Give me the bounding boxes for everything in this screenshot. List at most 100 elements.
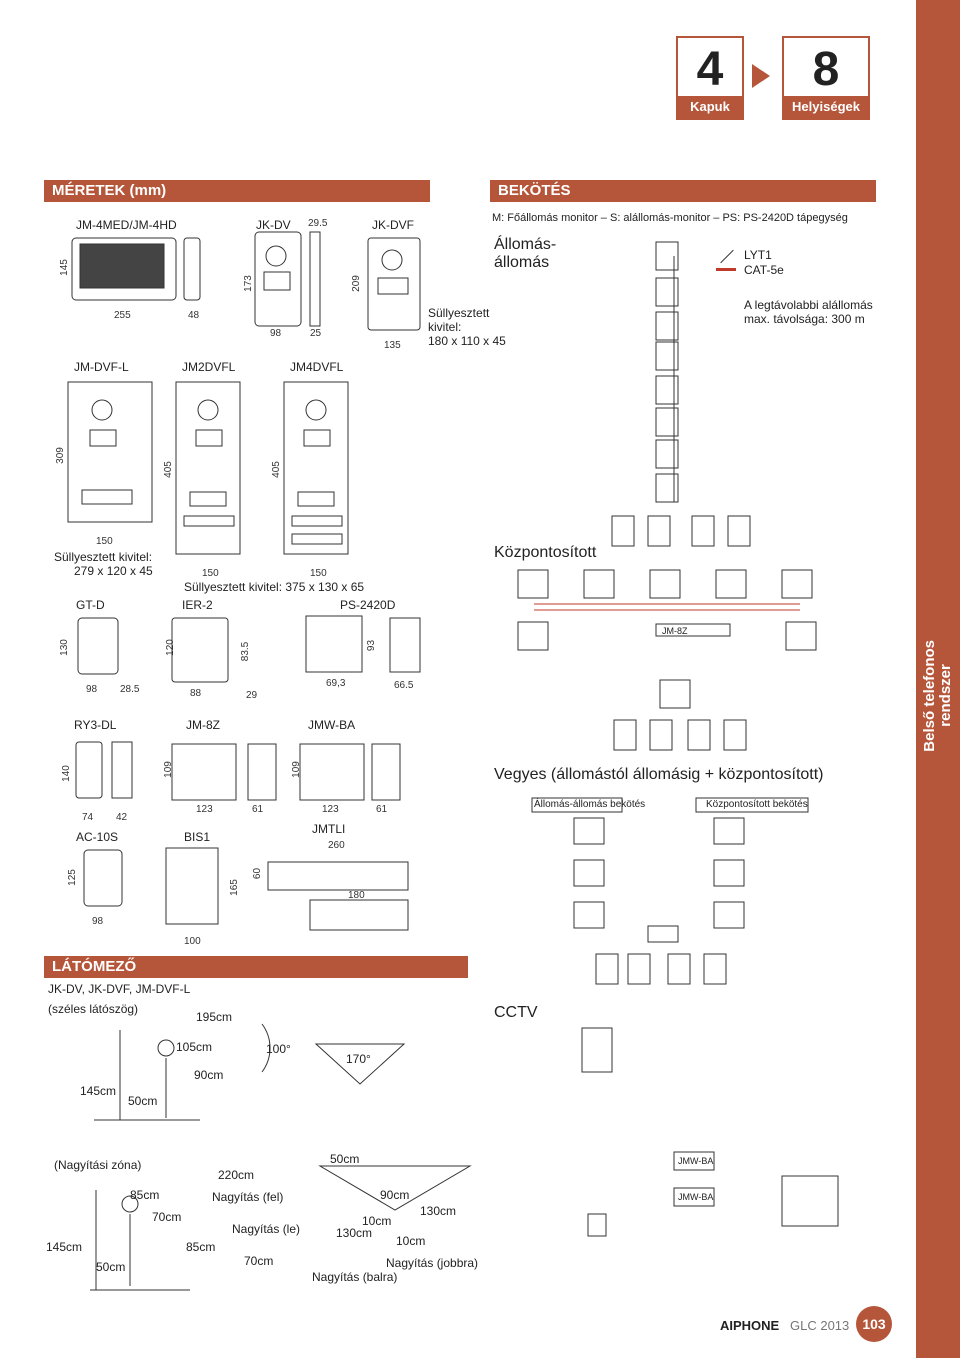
view-220cm: 220cm xyxy=(218,1168,255,1182)
dim-88: 88 xyxy=(190,688,202,699)
wiring-box-central: Központosított bekötés xyxy=(706,799,808,810)
dim-120: 120 xyxy=(164,639,176,656)
nav-to-number: 8 xyxy=(812,43,840,96)
model-ier-2: IER-2 xyxy=(182,598,213,612)
dim-93: 93 xyxy=(366,639,378,652)
dim-405-a: 405 xyxy=(162,461,174,478)
section-header-wiring: BEKÖTÉS xyxy=(490,180,876,202)
dim-165: 165 xyxy=(228,879,240,896)
view-zoom-left: Nagyítás (balra) xyxy=(312,1270,398,1284)
wiring-jm8z-label: JM-8Z xyxy=(662,626,688,636)
model-ac-10s: AC-10S xyxy=(76,830,119,844)
max-distance-1: A legtávolabbi alállomás xyxy=(744,298,873,312)
dim-123-a: 123 xyxy=(196,804,213,815)
flush-note-3: 180 x 110 x 45 xyxy=(428,334,506,348)
view-50cm-c: 50cm xyxy=(330,1152,360,1166)
dim-405-b: 405 xyxy=(270,461,282,478)
page-number: 103 xyxy=(856,1306,892,1342)
view-145cm-b: 145cm xyxy=(46,1240,83,1254)
view-100-degree: 100° xyxy=(266,1042,291,1056)
cctv-jmw-ba-1: JMW-BA xyxy=(678,1156,714,1166)
wiring-station-title-1: Állomás- xyxy=(494,236,557,253)
dim-28-5: 28.5 xyxy=(120,684,140,695)
dim-125: 125 xyxy=(66,869,78,886)
dim-61-b: 61 xyxy=(376,804,388,815)
model-jm-4med: JM-4MED/JM-4HD xyxy=(76,218,177,232)
dim-140: 140 xyxy=(60,765,72,782)
dim-150-c: 150 xyxy=(310,568,327,579)
dim-309: 309 xyxy=(54,447,66,464)
nav-to-box[interactable]: 8 Helyiségek xyxy=(782,36,870,120)
model-jm4dvfl: JM4DVFL xyxy=(290,360,344,374)
dim-173: 173 xyxy=(242,275,254,292)
view-130cm-b: 130cm xyxy=(336,1226,373,1240)
dim-42: 42 xyxy=(116,812,128,823)
nav-from-label: Kapuk xyxy=(678,96,742,118)
dim-135: 135 xyxy=(384,340,401,351)
view-130cm-a: 130cm xyxy=(420,1204,457,1218)
view-zoom-up: Nagyítás (fel) xyxy=(212,1190,284,1204)
view-105cm: 105cm xyxy=(176,1040,213,1054)
view-wide-angle: (széles látószög) xyxy=(48,1002,139,1016)
section-header-view: LÁTÓMEZŐ xyxy=(44,956,468,978)
cable-cat5e: CAT-5e xyxy=(744,263,784,277)
view-zoom-down: Nagyítás (le) xyxy=(232,1222,301,1236)
wiring-legend: M: Főállomás monitor – S: alállomás-moni… xyxy=(492,212,848,224)
model-bis1: BIS1 xyxy=(184,830,211,844)
view-zoom-zone: (Nagyítási zóna) xyxy=(54,1158,142,1172)
view-zoom-right: Nagyítás (jobbra) xyxy=(386,1256,479,1270)
model-ps-2420d: PS-2420D xyxy=(340,598,396,612)
nav-from-box[interactable]: 4 Kapuk xyxy=(676,36,744,120)
arrow-right-icon xyxy=(752,64,770,88)
dim-260: 260 xyxy=(328,840,345,851)
model-jm-8z: JM-8Z xyxy=(186,718,220,732)
dim-98-c: 98 xyxy=(92,916,104,927)
view-70cm-a: 70cm xyxy=(152,1210,182,1224)
view-195cm: 195cm xyxy=(196,1010,233,1024)
dim-60: 60 xyxy=(252,867,264,880)
view-85cm-b: 85cm xyxy=(186,1240,216,1254)
dim-150-b: 150 xyxy=(202,568,219,579)
model-jm2dvfl: JM2DVFL xyxy=(182,360,236,374)
nav-to-label: Helyiségek xyxy=(784,96,868,118)
cctv-jmw-ba-2: JMW-BA xyxy=(678,1192,714,1202)
dim-145: 145 xyxy=(58,259,70,276)
dim-29: 29 xyxy=(246,690,258,701)
dim-100: 100 xyxy=(184,936,201,947)
view-170-degree: 170° xyxy=(346,1052,371,1066)
flush-note-1: Süllyesztett xyxy=(428,306,490,320)
view-145cm: 145cm xyxy=(80,1084,117,1098)
model-jmw-ba: JMW-BA xyxy=(308,718,356,732)
wiring-mixed-title: Vegyes (állomástól állomásig + központos… xyxy=(494,766,824,783)
nav-from-number: 4 xyxy=(696,43,724,96)
dim-109-b: 109 xyxy=(290,761,302,778)
dim-130: 130 xyxy=(58,639,70,656)
view-50cm: 50cm xyxy=(128,1094,158,1108)
cable-lyt1: LYT1 xyxy=(744,248,772,262)
model-ry3-dl: RY3-DL xyxy=(74,718,117,732)
dim-255: 255 xyxy=(114,310,131,321)
section-header-dimensions: MÉRETEK (mm) xyxy=(44,180,430,202)
max-distance-2: max. távolsága: 300 m xyxy=(744,312,865,326)
dim-109-a: 109 xyxy=(162,761,174,778)
wiring-box-station: Állomás-állomás bekötés xyxy=(534,799,646,810)
dim-98-b: 98 xyxy=(86,684,98,695)
view-10cm-b: 10cm xyxy=(396,1234,426,1248)
model-jk-dvf: JK-DVF xyxy=(372,218,414,232)
model-jmtli: JMTLI xyxy=(312,822,346,836)
dim-123-b: 123 xyxy=(322,804,339,815)
view-90cm: 90cm xyxy=(194,1068,224,1082)
model-jm-dvf-l: JM-DVF-L xyxy=(74,360,129,374)
view-50cm-b: 50cm xyxy=(96,1260,126,1274)
cctv-title: CCTV xyxy=(494,1004,538,1021)
flush-note-2: kivitel: xyxy=(428,320,462,334)
dim-74: 74 xyxy=(82,812,94,823)
flush-note-b: Süllyesztett kivitel: 375 x 130 x 65 xyxy=(184,580,365,594)
dim-98: 98 xyxy=(270,328,282,339)
dim-83-5: 83.5 xyxy=(240,641,252,662)
dim-180: 180 xyxy=(348,890,365,901)
side-bar: Belső telefonos rendszer xyxy=(916,0,960,1358)
model-jk-dv: JK-DV xyxy=(256,218,291,232)
dim-48: 48 xyxy=(188,310,200,321)
dim-29-5: 29.5 xyxy=(308,218,328,229)
